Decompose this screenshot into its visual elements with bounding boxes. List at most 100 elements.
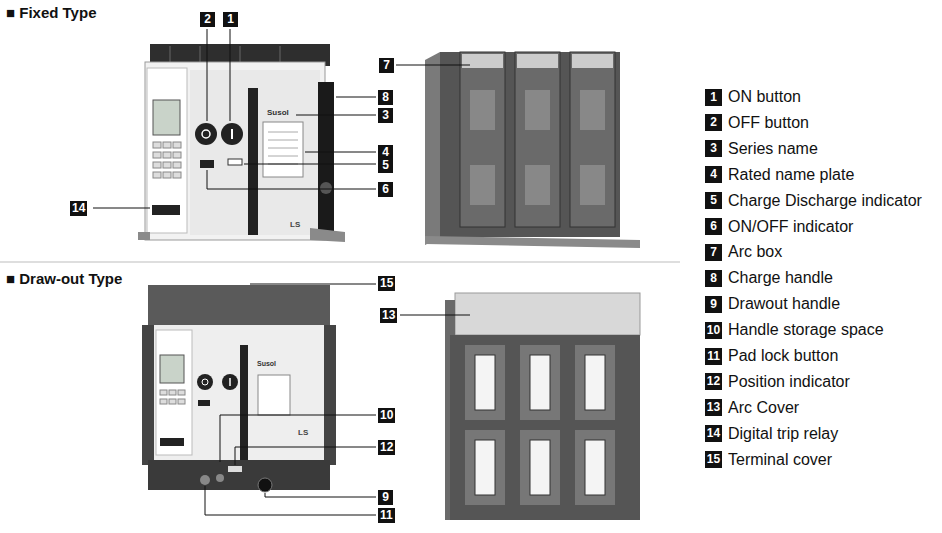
part-list-item: 4Rated name plate [705, 166, 941, 184]
callout-number: 5 [705, 192, 722, 209]
drawout-breaker-front [160, 390, 167, 395]
leader-line [207, 170, 376, 189]
callout-number: 3 [705, 140, 722, 157]
section-heading: ■ Fixed Type [6, 4, 96, 21]
leader-line [230, 29, 231, 121]
part-name: Position indicator [728, 373, 850, 391]
drawout-breaker-front [178, 390, 185, 395]
part-list-item: 8Charge handle [705, 269, 941, 287]
drawout-breaker-rear [465, 345, 505, 420]
drawout-breaker-front [142, 285, 336, 492]
fixed-breaker-front [221, 123, 243, 145]
drawout-breaker-rear [575, 345, 615, 420]
callout-number: 14 [705, 425, 722, 442]
callout-text: 7 [383, 58, 390, 72]
fixed-breaker-rear [425, 52, 440, 245]
drawout-breaker-front [154, 325, 324, 460]
callout-number: 2 [705, 114, 722, 131]
callout-number: 13 [705, 399, 722, 416]
fixed-breaker-front [163, 172, 171, 178]
fixed-breaker-front [145, 62, 325, 240]
part-list-item: 10Handle storage space [705, 321, 941, 339]
drawout-breaker-front [324, 325, 336, 465]
drawout-breaker-front [160, 438, 184, 446]
drawout-breaker-front [258, 375, 290, 415]
leader-line [244, 164, 376, 165]
leader-line [205, 486, 376, 515]
part-list-item: 1ON button [705, 88, 941, 106]
fixed-breaker-rear [425, 52, 640, 248]
callout-number: 7 [705, 244, 722, 261]
fixed-breaker-rear [460, 52, 505, 227]
callout-number: 2 [200, 12, 215, 27]
callout-text: 5 [382, 158, 389, 172]
leader-line [396, 65, 470, 66]
fixed-breaker-front [163, 162, 171, 168]
drawout-breaker-rear [585, 355, 605, 410]
part-name: ON/OFF indicator [728, 218, 853, 236]
drawout-breaker-rear [445, 293, 640, 520]
drawout-breaker-rear [520, 345, 560, 420]
fixed-breaker-front [200, 160, 214, 168]
callout-number: 13 [380, 308, 397, 323]
callout-number: 12 [705, 373, 722, 390]
callout-text: 1 [227, 12, 234, 26]
section-divider [0, 262, 680, 263]
fixed-breaker-rear [570, 52, 615, 227]
leader-line [93, 29, 470, 515]
part-list-item: 13Arc Cover [705, 399, 941, 417]
callout-number: 8 [705, 270, 722, 287]
fixed-breaker-front [147, 68, 187, 233]
drawout-breaker-rear [575, 430, 615, 505]
section-divider [0, 262, 680, 263]
fixed-breaker-front [153, 100, 180, 135]
fixed-breaker-front [310, 228, 345, 242]
callout-text: 3 [382, 108, 389, 122]
fixed-breaker-front [268, 140, 298, 141]
leader-line [207, 29, 208, 121]
callout-text: 11 [380, 508, 393, 522]
fixed-breaker-front [195, 123, 217, 145]
leader-line [93, 208, 150, 209]
part-name: Arc box [728, 243, 782, 261]
part-list-item: 3 Series name [705, 140, 941, 158]
brand-mark: LS [298, 428, 308, 437]
drawout-breaker-front [228, 466, 242, 472]
callout-number: 3 [378, 108, 393, 123]
series-name-text: Susol [267, 108, 289, 117]
fixed-breaker-front [202, 130, 210, 138]
fixed-breaker-front [231, 129, 233, 139]
callout-text: 6 [382, 182, 389, 196]
part-name: Series name [728, 140, 818, 158]
fixed-breaker-rear [517, 54, 558, 68]
part-list-item: 5 Charge Discharge indicator [705, 192, 941, 210]
part-list-item: 11Pad lock button [705, 347, 941, 365]
fixed-breaker-front [173, 142, 181, 148]
fixed-breaker-front [200, 46, 201, 64]
part-name: Digital trip relay [728, 425, 838, 443]
callout-number: 8 [378, 90, 393, 105]
part-name: Charge Discharge indicator [728, 192, 922, 210]
callout-number: 10 [705, 322, 722, 339]
callout-number: 10 [378, 408, 395, 423]
callout-number: 11 [705, 348, 722, 365]
fixed-breaker-front [173, 172, 181, 178]
fixed-breaker-front [318, 82, 334, 232]
leader-line [336, 97, 376, 98]
callout-number: 9 [378, 490, 393, 505]
fixed-breaker-front [153, 162, 161, 168]
callout-number: 6 [705, 218, 722, 235]
drawout-breaker-rear [465, 430, 505, 505]
fixed-breaker-front [268, 148, 298, 149]
drawout-breaker-front [148, 460, 330, 490]
fixed-breaker-front [173, 162, 181, 168]
leader-line [250, 284, 376, 285]
drawout-breaker-front [216, 474, 224, 482]
part-list-item: 9Drawout handle [705, 295, 941, 313]
fixed-breaker-rear [440, 52, 620, 237]
fixed-breaker-front [163, 142, 171, 148]
brand-mark: LS [290, 220, 300, 229]
drawout-breaker-front [258, 478, 272, 492]
callout-number: 4 [705, 166, 722, 183]
callout-number: 14 [70, 201, 87, 216]
